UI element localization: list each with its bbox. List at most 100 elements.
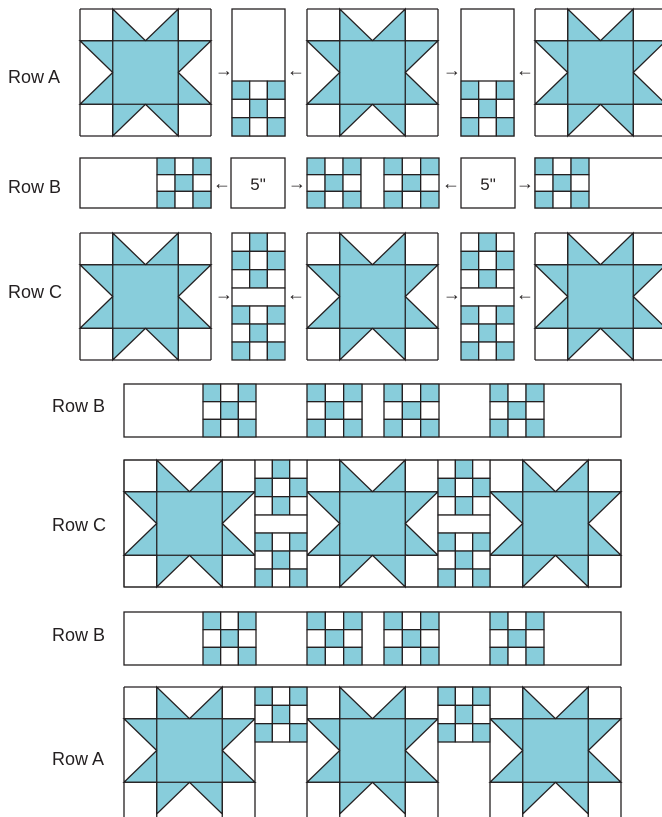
patch-square [343, 175, 361, 192]
patch-square [571, 191, 589, 208]
patch-square [438, 497, 455, 515]
label-arrow-right: → [443, 60, 461, 80]
patch-square [272, 460, 289, 478]
patch-square [384, 419, 402, 437]
patch-square [438, 533, 455, 551]
star-block [490, 687, 621, 817]
patch-square [325, 191, 343, 208]
nine-patch [461, 233, 514, 288]
star-block [535, 9, 662, 136]
sashing-background [438, 515, 490, 533]
patch-square [238, 630, 256, 648]
sashing-background [461, 288, 514, 306]
nine-patch [535, 158, 589, 208]
patch-square [496, 233, 514, 251]
patch-square [455, 533, 472, 551]
patch-square [325, 419, 343, 437]
patch-square [402, 191, 420, 208]
patch-square [272, 533, 289, 551]
label-arrow-left: ← [287, 60, 305, 80]
label-row-b: Row B [52, 625, 105, 645]
patch-square [461, 99, 479, 117]
nine-patch [461, 306, 514, 360]
patch-square [526, 402, 544, 420]
nine-patch [438, 533, 490, 587]
patch-square [473, 478, 490, 496]
patch-square [479, 81, 497, 99]
assembled-row-b [124, 384, 621, 437]
patch-square [203, 630, 221, 648]
patch-square [325, 612, 343, 630]
label-arrow-left: ← [516, 60, 534, 80]
patch-square [255, 705, 272, 723]
patch-square [255, 460, 272, 478]
assembled-row-b [124, 612, 621, 665]
patch-square [384, 612, 402, 630]
patch-square [455, 687, 472, 705]
star-points [80, 9, 211, 136]
patch-square [384, 647, 402, 665]
patch-square [267, 270, 285, 288]
patch-square [307, 419, 325, 437]
label-arrow-right: → [288, 173, 306, 193]
patch-square [479, 270, 497, 288]
patch-square [232, 81, 250, 99]
patch-square [232, 118, 250, 136]
patch-square [232, 306, 250, 324]
patch-square [455, 497, 472, 515]
patch-square [325, 384, 343, 402]
patch-square [402, 402, 420, 420]
patch-square [421, 384, 439, 402]
patch-square [267, 306, 285, 324]
star-block [307, 9, 438, 136]
patch-square [455, 569, 472, 587]
patch-square [157, 191, 175, 208]
patch-square [535, 191, 553, 208]
sashing-background [255, 515, 307, 533]
star-block [307, 233, 438, 360]
patch-square [461, 306, 479, 324]
patch-square [221, 384, 239, 402]
patch-square [473, 724, 490, 742]
patch-square [402, 419, 420, 437]
label-row-b: Row B [8, 177, 61, 197]
patch-square [461, 118, 479, 136]
nine-patch [232, 306, 285, 360]
patch-square [272, 569, 289, 587]
sashing-background [361, 158, 385, 208]
patch-square [272, 551, 289, 569]
patch-square [438, 460, 455, 478]
label-row-a: Row A [52, 749, 104, 769]
nine-patch [461, 81, 514, 136]
patch-square [255, 687, 272, 705]
patch-square [461, 270, 479, 288]
patch-square [479, 99, 497, 117]
label-row-a: Row A [8, 67, 60, 87]
patch-square [571, 158, 589, 175]
patch-square [402, 612, 420, 630]
patch-square [461, 342, 479, 360]
patch-square [232, 342, 250, 360]
nine-patch [384, 612, 439, 665]
patch-square [479, 342, 497, 360]
label-arrow-right: → [215, 284, 233, 304]
patch-square [343, 191, 361, 208]
patch-square [175, 158, 193, 175]
patch-square [344, 384, 362, 402]
patch-square [238, 647, 256, 665]
patch-square [255, 551, 272, 569]
patch-square [553, 175, 571, 192]
patch-square [267, 118, 285, 136]
patch-square [250, 270, 268, 288]
star-points [80, 233, 211, 360]
sashing-strip-middle [232, 288, 285, 306]
patch-square [290, 551, 307, 569]
patch-square [455, 478, 472, 496]
patch-square [232, 270, 250, 288]
nine-patch [438, 687, 490, 742]
label-arrow-left: ← [213, 173, 231, 193]
nine-patch [490, 384, 544, 437]
patch-square [290, 533, 307, 551]
patch-square [490, 612, 508, 630]
star-points [490, 687, 621, 814]
